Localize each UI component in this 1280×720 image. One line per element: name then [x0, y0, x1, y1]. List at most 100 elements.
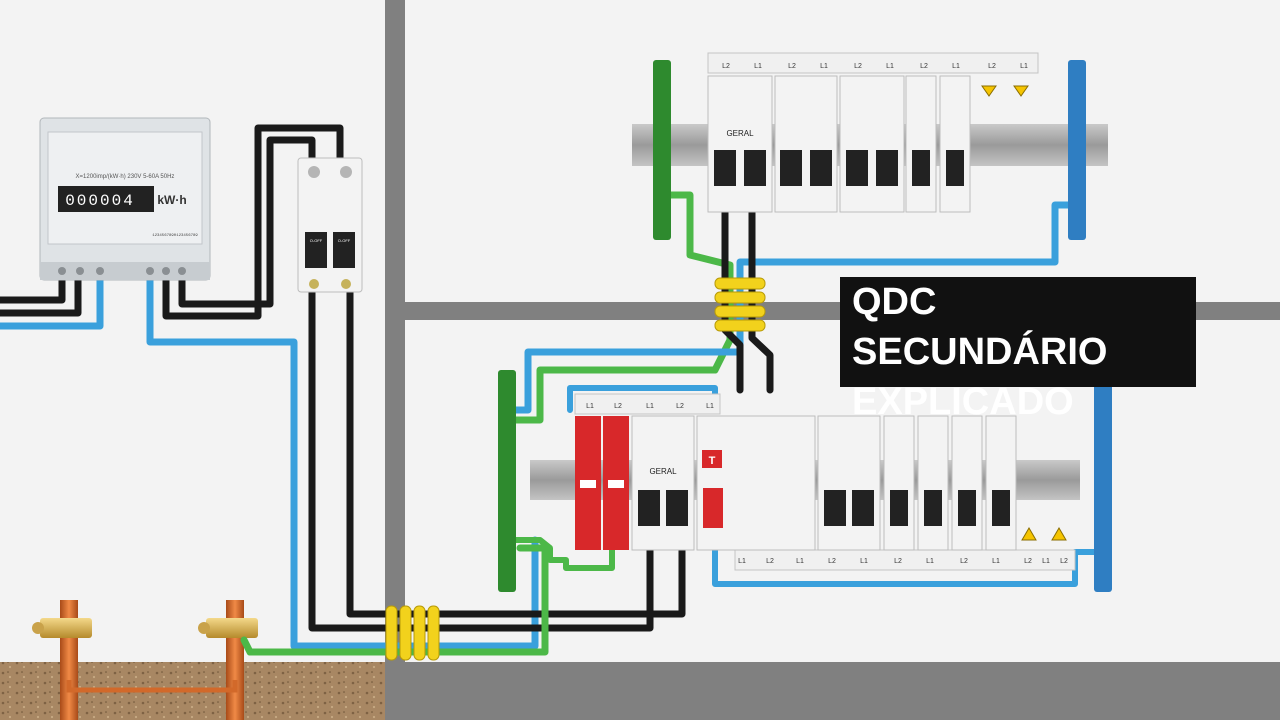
breaker-single — [951, 415, 983, 551]
breaker-bipolar — [839, 75, 905, 213]
clamp-screw-icon — [32, 622, 44, 634]
general-label: GERAL — [649, 467, 677, 476]
terminal-screw-icon — [309, 279, 319, 289]
upper-panel: L2 L1 L2 L1 L2 L1 L2 L1 L2 L1 GERAL — [632, 52, 1108, 240]
general-breaker-upper — [707, 75, 773, 213]
dr-test-button[interactable] — [702, 450, 722, 468]
clamp-screw-icon — [198, 622, 210, 634]
wire-phase — [308, 286, 654, 632]
terminal-label: L2 — [854, 63, 862, 70]
general-label: GERAL — [726, 129, 754, 138]
breaker-lever — [824, 490, 846, 526]
wire-phase — [178, 136, 316, 308]
terminal-label: L1 — [860, 558, 868, 565]
meter-display — [58, 186, 154, 212]
dr-lever — [703, 488, 723, 528]
breaker-lever — [333, 232, 355, 268]
terminal-screw-icon — [308, 166, 320, 178]
wire-ground — [512, 537, 615, 571]
wires — [0, 124, 1103, 656]
wire-ground — [240, 544, 549, 656]
wire-phase — [748, 206, 774, 394]
terminal-label: L1 — [1020, 63, 1028, 70]
breaker-lever — [912, 150, 930, 186]
general-breaker-lower — [631, 415, 695, 551]
terminal-label: L1 — [754, 63, 762, 70]
terminal-label: L1 — [706, 403, 714, 410]
conduit-ring — [714, 305, 766, 318]
breaker-lever — [924, 490, 942, 526]
breaker-single — [939, 75, 971, 213]
terminal-label: L1 — [1042, 558, 1050, 565]
breaker-single — [883, 415, 915, 551]
meter-spec: X=1200imp/(kW·h) 230V 5-60A 50Hz — [76, 174, 175, 180]
upper-busbar — [707, 52, 1039, 74]
terminal-label: L2 — [828, 558, 836, 565]
breaker-lever — [780, 150, 802, 186]
lower-busbar-top — [574, 393, 721, 415]
dps-window — [580, 480, 596, 488]
breaker-single — [985, 415, 1017, 551]
energy-meter: X=1200imp/(kW·h) 230V 5-60A 50Hz 000004 … — [39, 117, 211, 281]
breaker-off-label: O-OFF — [310, 238, 323, 243]
terminal-label: L2 — [1024, 558, 1032, 565]
ground-rods — [32, 600, 258, 720]
dr-device — [696, 415, 816, 551]
breaker-body — [297, 157, 363, 293]
terminal-screw-icon — [178, 267, 186, 275]
breaker-lever — [876, 150, 898, 186]
terminal-label: L1 — [820, 63, 828, 70]
warning-icon — [1021, 527, 1037, 541]
ground-bar-upper — [653, 60, 671, 240]
terminal-label: L1 — [926, 558, 934, 565]
terminal-label: L2 — [766, 558, 774, 565]
breaker-lever — [846, 150, 868, 186]
conduit-ring — [413, 605, 426, 661]
terminal-label: L2 — [960, 558, 968, 565]
ground-bar-lower — [498, 370, 516, 592]
wall-vertical — [385, 0, 405, 720]
terminal-label: L2 — [894, 558, 902, 565]
meter-reading: 000004 — [65, 192, 135, 210]
terminal-screw-icon — [58, 267, 66, 275]
warning-icon — [1051, 527, 1067, 541]
terminal-screw-icon — [341, 279, 351, 289]
terminal-label: L2 — [788, 63, 796, 70]
breaker-lever — [638, 490, 660, 526]
terminal-screw-icon — [96, 267, 104, 275]
warning-icon — [1013, 85, 1029, 97]
breaker-lever — [744, 150, 766, 186]
terminal-label: L1 — [738, 558, 746, 565]
terminal-label: L2 — [614, 403, 622, 410]
terminal-label: L2 — [988, 63, 996, 70]
conduit-rings — [385, 277, 766, 661]
wire-neutral — [712, 545, 1103, 587]
terminal-label: L2 — [1060, 558, 1068, 565]
breaker-lever — [666, 490, 688, 526]
breaker-single — [917, 415, 949, 551]
conduit-ring — [385, 605, 398, 661]
conduit-ring — [714, 277, 766, 290]
terminal-label: L1 — [796, 558, 804, 565]
terminal-label: L2 — [920, 63, 928, 70]
terminal-label: L1 — [952, 63, 960, 70]
conduit-ring — [714, 319, 766, 332]
title-line-1: QDC SECUNDÁRIO — [852, 281, 1108, 373]
terminal-screw-icon — [340, 166, 352, 178]
terminal-label: L1 — [992, 558, 1000, 565]
breaker-bipolar — [774, 75, 838, 213]
conduit-ring — [714, 291, 766, 304]
floor — [385, 662, 1280, 720]
terminal-label: L2 — [676, 403, 684, 410]
terminal-label: L2 — [722, 63, 730, 70]
neutral-bar-upper — [1068, 60, 1086, 240]
breaker-bipolar — [817, 415, 881, 551]
breaker-lever — [852, 490, 874, 526]
wire-phase — [162, 124, 344, 320]
breaker-lever — [890, 490, 908, 526]
breaker-lever — [946, 150, 964, 186]
dr-test-label: T — [709, 455, 716, 467]
wire-phase — [721, 206, 744, 394]
wire-neutral — [0, 276, 104, 330]
breaker-lever — [305, 232, 327, 268]
